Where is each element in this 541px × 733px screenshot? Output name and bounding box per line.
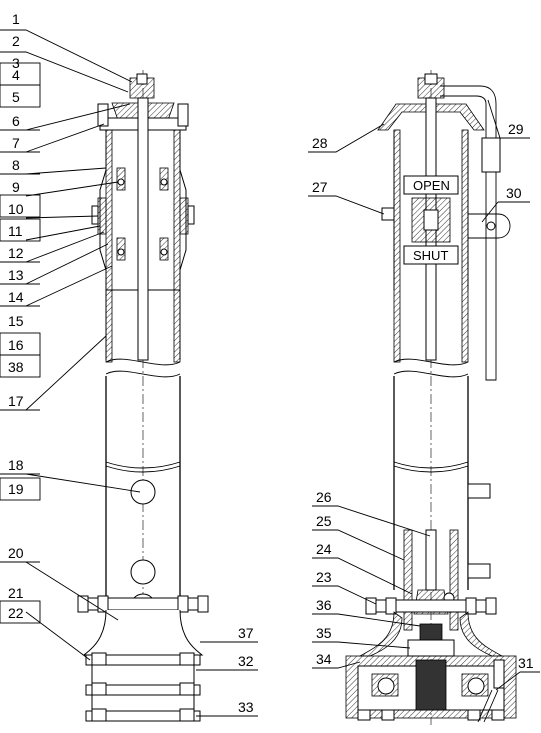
callout-28: 28 (312, 135, 328, 151)
callout-35: 35 (316, 625, 332, 641)
callout-26: 26 (316, 489, 332, 505)
callout-16: 16 (8, 337, 24, 353)
indicator-plug (381, 207, 395, 221)
callout-6: 6 (12, 113, 20, 129)
callout-11: 11 (8, 223, 23, 239)
right-bonnet (377, 103, 485, 131)
callout-32: 32 (238, 653, 254, 669)
right-base-flare (358, 611, 403, 657)
right-callouts: 28 29 27 30 26 25 24 23 36 35 34 31 37 3… (196, 99, 540, 717)
callout-8: 8 (12, 157, 20, 173)
open-sign: OPEN (413, 178, 450, 193)
left-callouts: 1 2 3 4 5 6 7 8 9 10 11 12 13 14 15 16 3… (0, 11, 141, 661)
callout-3: 3 (12, 55, 20, 71)
shut-sign: SHUT (413, 248, 448, 263)
callout-9: 9 (12, 179, 20, 195)
callout-30: 30 (506, 185, 522, 201)
callout-37: 37 (238, 625, 254, 641)
pipe-clamp (468, 213, 511, 239)
callout-21: 21 (8, 585, 24, 601)
callout-33: 33 (238, 699, 254, 715)
callout-25: 25 (316, 513, 332, 529)
left-outlet-middle (130, 559, 156, 585)
callout-38: 38 (8, 359, 24, 375)
left-break-bottom (105, 370, 181, 378)
callout-17: 17 (8, 393, 24, 409)
callout-2: 2 (12, 33, 20, 49)
callout-10: 10 (8, 201, 24, 217)
callout-1: 1 (12, 11, 20, 27)
open-sign-box (403, 175, 459, 195)
callout-31: 31 (518, 655, 534, 671)
callout-27: 27 (312, 179, 328, 195)
left-break-top (105, 358, 181, 366)
right-hydrant-view: OPEN SHUT (345, 70, 517, 725)
callout-34: 34 (316, 651, 332, 667)
callout-4: 4 (12, 67, 20, 83)
left-outlet-upper (130, 479, 156, 505)
callout-14: 14 (8, 289, 24, 305)
shut-sign-box (403, 245, 459, 265)
callout-22: 22 (8, 605, 24, 621)
left-stem (137, 97, 149, 361)
callout-18: 18 (8, 457, 24, 473)
callout-24: 24 (316, 541, 332, 557)
callout-36: 36 (316, 597, 332, 613)
callout-15: 15 (8, 313, 24, 329)
right-drain-pipe (440, 85, 497, 381)
callout-19: 19 (8, 481, 24, 497)
left-hydrant-view (77, 70, 209, 722)
callout-5: 5 (12, 89, 20, 105)
callout-23: 23 (316, 569, 332, 585)
callout-13: 13 (8, 267, 24, 283)
callout-20: 20 (8, 545, 24, 561)
callout-29: 29 (508, 121, 524, 137)
left-base-flare (82, 609, 204, 656)
callout-12: 12 (8, 245, 24, 261)
callout-7: 7 (12, 135, 20, 151)
